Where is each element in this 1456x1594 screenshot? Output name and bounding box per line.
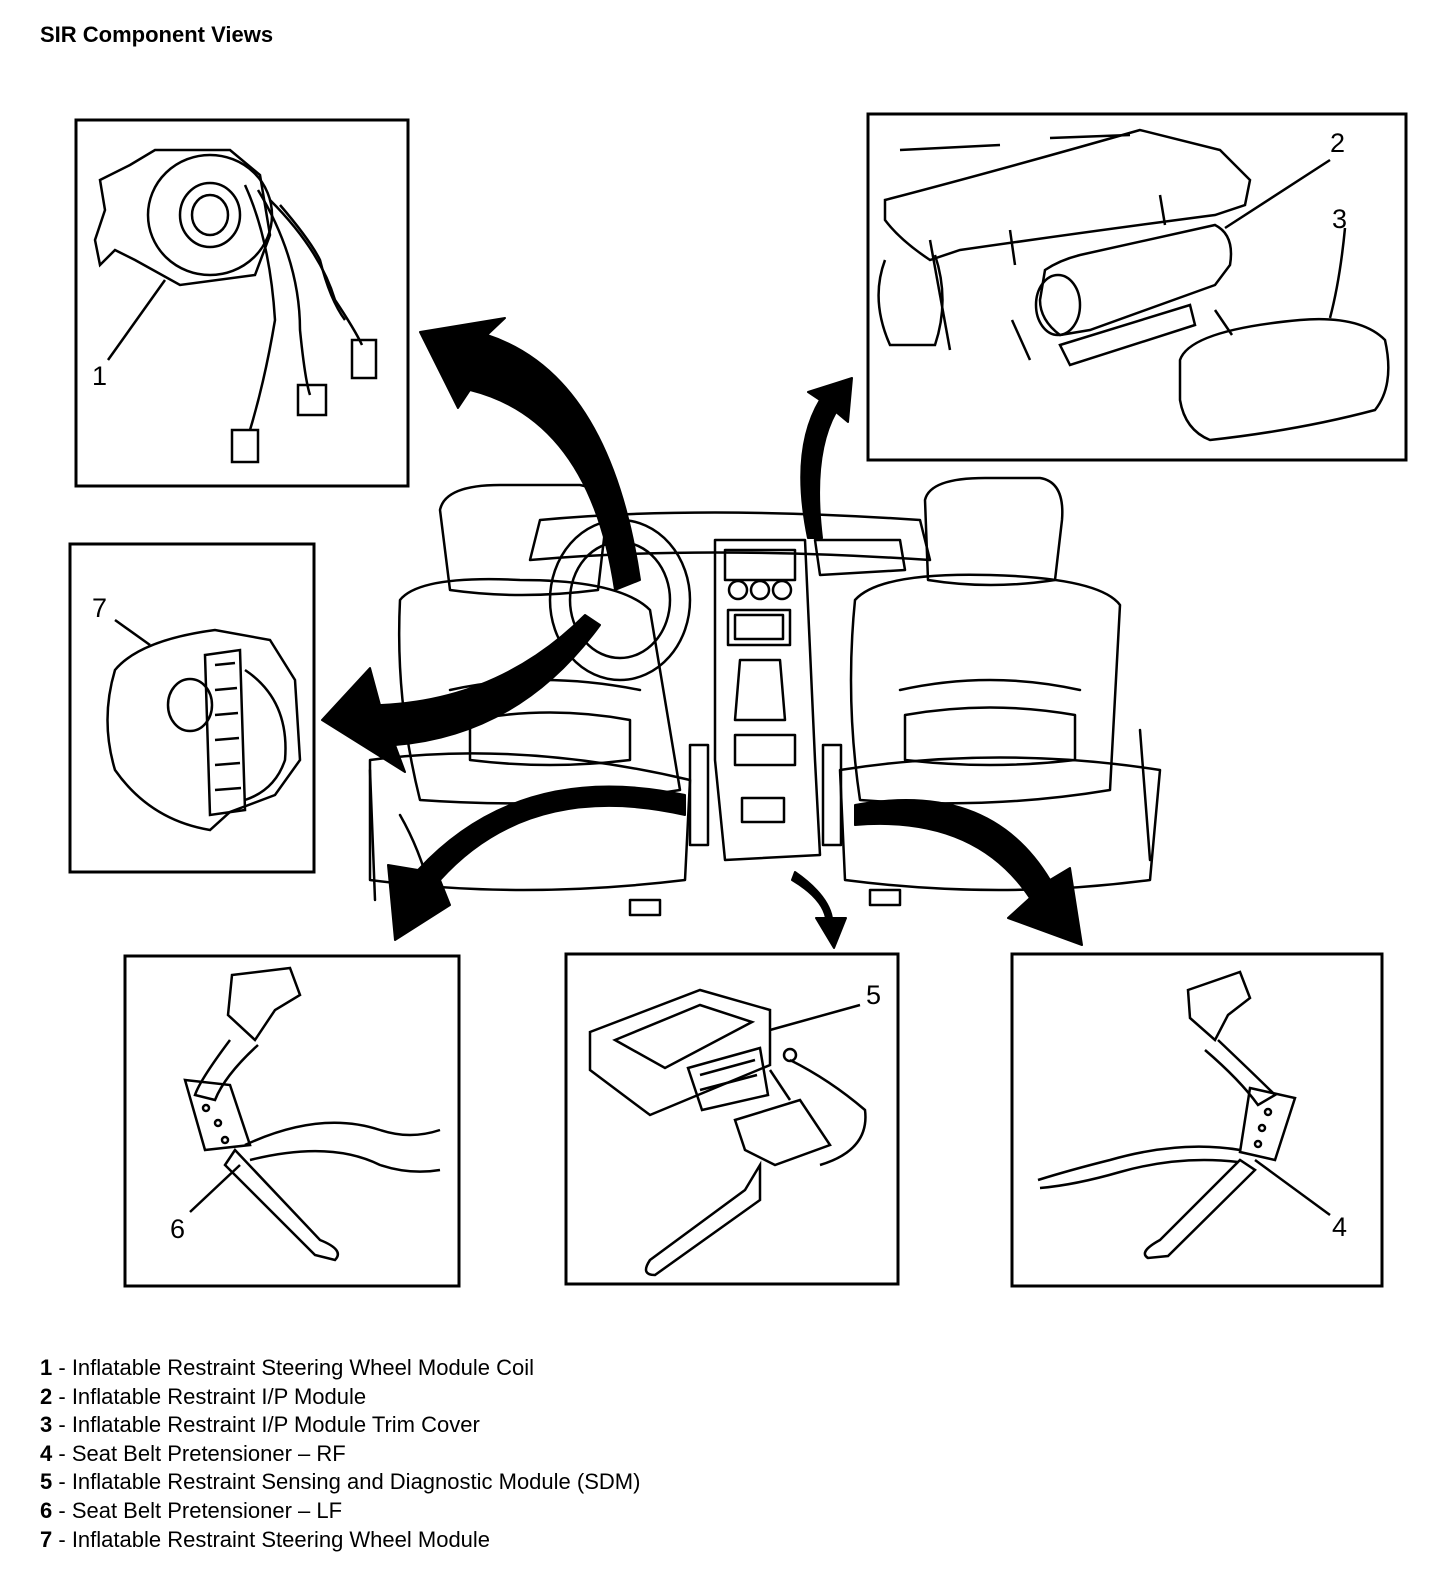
panel-rf-pretensioner: 4 [1010,952,1384,1288]
legend-item: 6 - Seat Belt Pretensioner – LF [40,1497,343,1523]
panel-ip-module: 2 3 [866,112,1408,462]
callout-5: 5 [866,980,881,1010]
arrow-to-sdm [791,871,847,949]
arrow-to-coil [419,317,641,591]
page-title: SIR Component Views [40,22,274,47]
arrow-to-wheel-module [321,614,601,773]
legend-item: 2 - Inflatable Restraint I/P Module [40,1383,367,1409]
arrow-to-ip-module [800,377,853,539]
panel-wheel-module: 7 [68,542,316,874]
legend-item: 1 - Inflatable Restraint Steering Wheel … [40,1355,535,1380]
callout-3: 3 [1332,204,1347,234]
panel-sdm: 5 [564,952,900,1286]
legend-item: 7 - Inflatable Restraint Steering Wheel … [40,1526,491,1552]
callout-6: 6 [170,1214,185,1244]
arrow-to-lf-pretensioner [387,785,686,941]
legend-item: 3 - Inflatable Restraint I/P Module Trim… [40,1412,480,1438]
callout-2: 2 [1330,128,1345,158]
legend: 1 - Inflatable Restraint Steering Wheel … [40,1354,640,1554]
callout-1: 1 [92,361,107,391]
panel-lf-pretensioner: 6 [123,954,461,1288]
callout-4: 4 [1332,1212,1347,1242]
callout-7: 7 [92,593,107,623]
panel-coil: 1 [74,118,410,488]
legend-item: 4 - Seat Belt Pretensioner – RF [40,1440,346,1466]
pointer-arrows [321,317,1083,949]
legend-item: 5 - Inflatable Restraint Sensing and Dia… [40,1469,641,1495]
arrow-to-rf-pretensioner [854,799,1083,946]
